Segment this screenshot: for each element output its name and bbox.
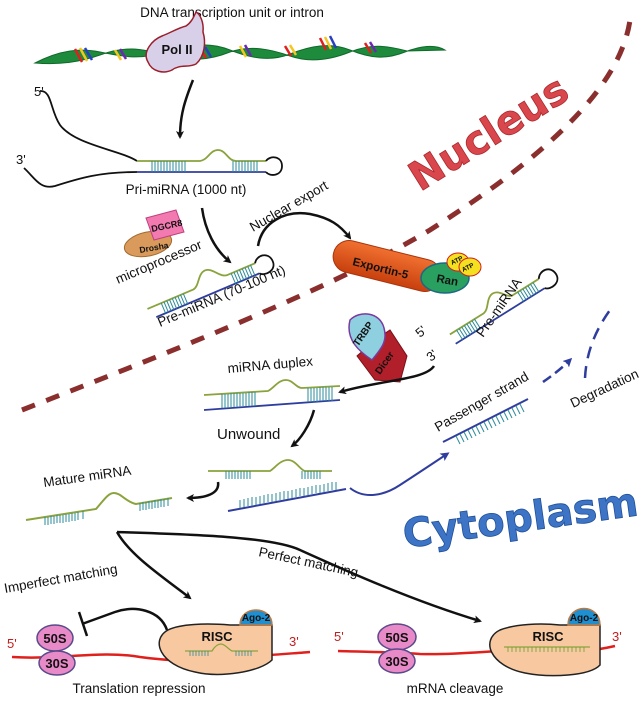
mirna-duplex-label: miRNA duplex [227, 354, 314, 376]
degradation-arrow [542, 357, 573, 384]
pre-mirna-cyto-label: Pre-miRNA [473, 275, 524, 340]
risc-right [489, 623, 601, 677]
mature-arrow [186, 481, 220, 502]
passenger-strand [442, 398, 529, 445]
pri-mirna-label: Pri-miRNA (1000 nt) [126, 182, 247, 197]
five-prime-mrna-left: 5' [7, 636, 17, 651]
pre-mirna-nuclear [147, 254, 275, 318]
inhibition-bar [77, 611, 89, 637]
imperfect-matching-arrow [115, 531, 192, 600]
passenger-release-arrow [349, 452, 450, 496]
mature-mirna: Mature miRNA [25, 463, 173, 525]
ribosome-30s-left [38, 650, 76, 676]
atp-label-1: ATP [450, 255, 465, 267]
mature-mirna-label: Mature miRNA [42, 463, 132, 490]
three-prime-mrna-left-label: 3' [289, 634, 299, 649]
ribosome-30s-right [378, 648, 416, 674]
five-prime-label-cyto: 5' [412, 323, 429, 341]
degradation-fragment [583, 309, 612, 379]
microprocessor-complex: Drosha DGCR8 microprocessor [113, 209, 205, 287]
passenger-strand-label: Passenger strand [432, 369, 531, 435]
dicing-arrow [338, 365, 436, 395]
degradation-label: Degradation [568, 366, 641, 411]
nuclear-membrane [21, 19, 633, 413]
cytoplasm-label: Cytoplasm [400, 479, 641, 558]
pre-mirna-cytoplasm [449, 268, 559, 345]
three-prime-mrna-right: 3' [612, 629, 622, 644]
ribosome-30s-left-label: 30S [45, 656, 68, 671]
translation-repression-panel: 5' 3' 50S 30S Ago-2 RISC Translation rep… [7, 607, 311, 696]
ago-2-right-label: Ago-2 [570, 613, 599, 624]
pre-mirna-nuclear-label: Pre-miRNA (70-100 nt) [155, 262, 287, 329]
atp-label-2: ATP [461, 262, 476, 274]
dicer-complex: TRBP Dicer [348, 313, 408, 383]
risc-right-label: RISC [532, 629, 564, 644]
five-prime-mrna-right: 5' [334, 629, 344, 644]
ago-2-right [567, 607, 601, 626]
dna-helix [33, 35, 447, 65]
three-prime-label-top: 3' [16, 152, 26, 167]
ago-2-left [239, 609, 273, 626]
nucleus-label: Nucleus [401, 67, 577, 201]
transcription-arrow [176, 79, 195, 139]
unwound-label: Unwound [217, 426, 280, 443]
nuclear-export-arrow [256, 212, 352, 247]
perfect-matching-label: Perfect matching [257, 544, 359, 580]
dna-title-label: DNA transcription unit or intron [140, 5, 324, 20]
passenger-bases-unwound [239, 482, 337, 508]
pol-ii-label: Pol II [161, 42, 192, 57]
ribosome-50s-left-label: 50S [43, 631, 66, 646]
processing-arrow [200, 207, 232, 264]
ribosome-50s-right-label: 50S [385, 630, 408, 645]
pri-mirna: 5' 3' Pri-miRNA (1000 nt) [16, 84, 283, 197]
ribosome-30s-right-label: 30S [385, 654, 408, 669]
perfect-matching-arrow [116, 530, 482, 624]
unwinding-arrow [290, 409, 316, 448]
risc-left-label: RISC [201, 629, 233, 644]
mirna-duplex: miRNA duplex [203, 354, 341, 411]
nuclear-export-label: Nuclear export [247, 178, 331, 235]
imperfect-matching-label: Imperfect matching [3, 561, 119, 596]
unwound-strands [208, 459, 347, 512]
pol-ii-enzyme: Pol II [145, 10, 206, 73]
inhibition-arrow [81, 607, 169, 631]
ran-label: Ran [435, 273, 458, 289]
ago-2-left-label: Ago-2 [242, 613, 271, 624]
translation-repression-label: Translation repression [72, 681, 205, 696]
mrna-cleavage-label: mRNA cleavage [407, 681, 504, 696]
three-prime-label-cyto: 3' [423, 347, 440, 365]
mrna-cleavage-panel: 5' 3' 50S 30S Ago-2 RISC mRNA cleavage [334, 607, 622, 696]
risc-left [158, 623, 273, 676]
five-prime-label-top: 5' [34, 84, 44, 99]
